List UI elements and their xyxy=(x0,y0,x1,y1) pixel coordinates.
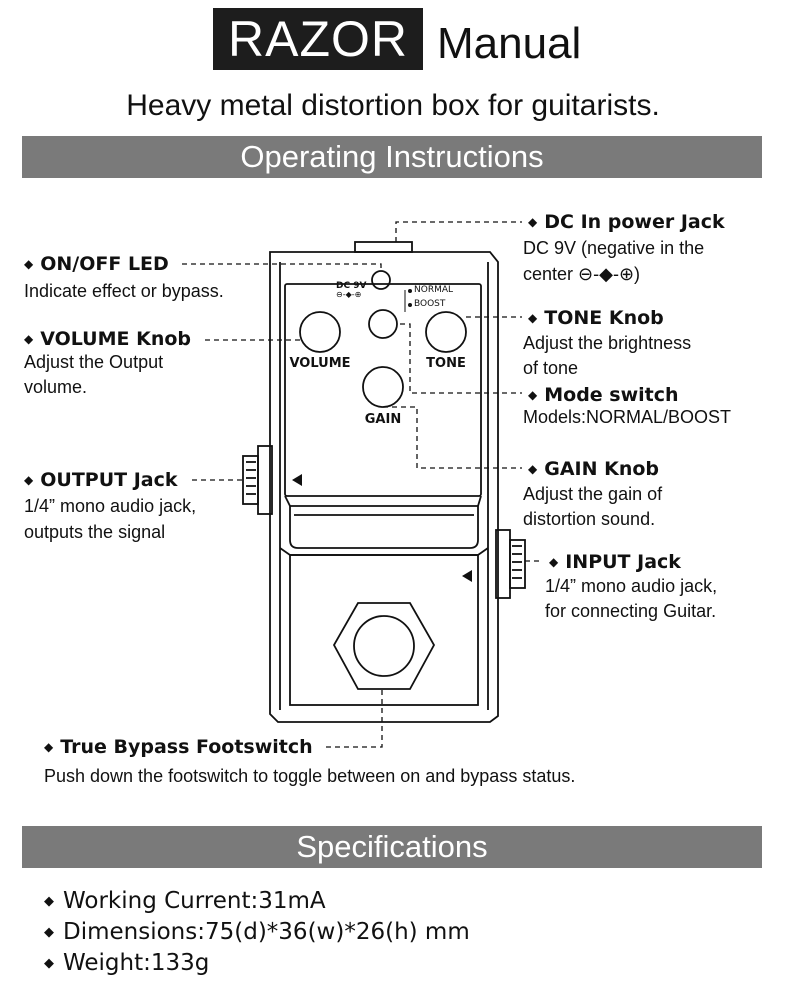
bullet-diamond-icon: ◆ xyxy=(24,473,34,487)
volume-desc-2: volume. xyxy=(24,377,88,397)
bullet-diamond-icon: ◆ xyxy=(528,462,538,476)
dc-jack-housing xyxy=(354,241,413,253)
bullet-diamond-icon: ◆ xyxy=(528,311,538,325)
mode-title: ◆Mode switch xyxy=(528,384,679,406)
footswitch-body xyxy=(332,602,436,690)
mode-switch xyxy=(368,309,398,339)
specifications-heading: Specifications xyxy=(22,826,762,868)
bullet-diamond-icon: ◆ xyxy=(44,740,54,754)
gain-desc-2: distortion sound. xyxy=(523,509,656,529)
volume-knob xyxy=(299,311,341,353)
spec-item: ◆Dimensions:75(d)*36(w)*26(h) mm xyxy=(44,917,470,951)
volume-title: ◆VOLUME Knob xyxy=(24,328,192,350)
output-arrow xyxy=(292,474,302,486)
output-desc-2: outputs the signal xyxy=(24,522,166,542)
led-title: ◆ON/OFF LED xyxy=(24,253,169,275)
footswitch-button xyxy=(353,615,415,677)
gain-knob-label: GAIN xyxy=(364,412,402,427)
tone-desc-2: of tone xyxy=(523,358,579,378)
bullet-diamond-icon: ◆ xyxy=(528,388,538,402)
leader-gain xyxy=(383,406,522,469)
leader-mode xyxy=(400,323,522,394)
footswitch-desc-1: Push down the footswitch to toggle betwe… xyxy=(44,766,576,786)
tone-knob-label: TONE xyxy=(426,356,466,371)
bullet-diamond-icon: ◆ xyxy=(24,332,34,346)
dc-in-desc-2: center ⊖-◆-⊕) xyxy=(523,264,641,284)
volume-knob-label: VOLUME xyxy=(289,356,351,371)
mode-boost-label: BOOST xyxy=(414,299,446,309)
dc-in-title: ◆DC In power Jack xyxy=(528,211,725,233)
manual-title: Manual xyxy=(437,19,582,68)
gain-knob xyxy=(362,366,404,408)
pedal-enclosure xyxy=(269,251,499,723)
leader-footswitch xyxy=(326,690,383,748)
leader-dc xyxy=(395,221,522,242)
output-jack-plug xyxy=(242,455,259,505)
volume-desc-1: Adjust the Output xyxy=(24,352,164,372)
led-desc-1: Indicate effect or bypass. xyxy=(24,281,224,301)
spec-item: ◆Weight:133g xyxy=(44,948,209,982)
mode-normal-label: NORMAL xyxy=(414,285,454,295)
tone-title: ◆TONE Knob xyxy=(528,307,664,329)
control-panel xyxy=(284,283,482,497)
bullet-diamond-icon: ◆ xyxy=(549,555,559,569)
gain-title: ◆GAIN Knob xyxy=(528,458,660,480)
output-desc-1: 1/4” mono audio jack, xyxy=(24,496,197,516)
operating-instructions-heading: Operating Instructions xyxy=(22,136,762,178)
tone-knob xyxy=(425,311,467,353)
polarity-symbol-icon: ⊖-◆-⊕) xyxy=(578,264,641,284)
spec-item: ◆Working Current:31mA xyxy=(44,886,326,920)
tone-desc-1: Adjust the brightness xyxy=(523,333,692,353)
input-arrow xyxy=(462,570,472,582)
bullet-diamond-icon: ◆ xyxy=(44,925,54,940)
dc-in-desc-1: DC 9V (negative in the xyxy=(523,238,705,258)
input-title: ◆INPUT Jack xyxy=(549,551,681,573)
led-light xyxy=(371,270,391,290)
brand-logo: RAZOR xyxy=(213,8,423,70)
input-desc-2: for connecting Guitar. xyxy=(545,601,717,621)
mode-desc-1: Models:NORMAL/BOOST xyxy=(523,407,732,427)
bullet-diamond-icon: ◆ xyxy=(24,257,34,271)
bullet-diamond-icon: ◆ xyxy=(528,215,538,229)
output-title: ◆OUTPUT Jack xyxy=(24,469,178,491)
gain-desc-1: Adjust the gain of xyxy=(523,484,663,504)
footswitch-title: ◆True Bypass Footswitch xyxy=(44,736,313,758)
leader-led xyxy=(182,263,382,271)
bullet-diamond-icon: ◆ xyxy=(44,956,54,971)
pedal-dc-label: DC 9V xyxy=(336,281,367,291)
pedal-dc-symbol: ⊖-◆-⊕ xyxy=(336,290,362,299)
input-desc-1: 1/4” mono audio jack, xyxy=(545,576,718,596)
bullet-diamond-icon: ◆ xyxy=(44,894,54,909)
subtitle: Heavy metal distortion box for guitarist… xyxy=(126,89,660,122)
input-jack-plug xyxy=(509,539,526,589)
